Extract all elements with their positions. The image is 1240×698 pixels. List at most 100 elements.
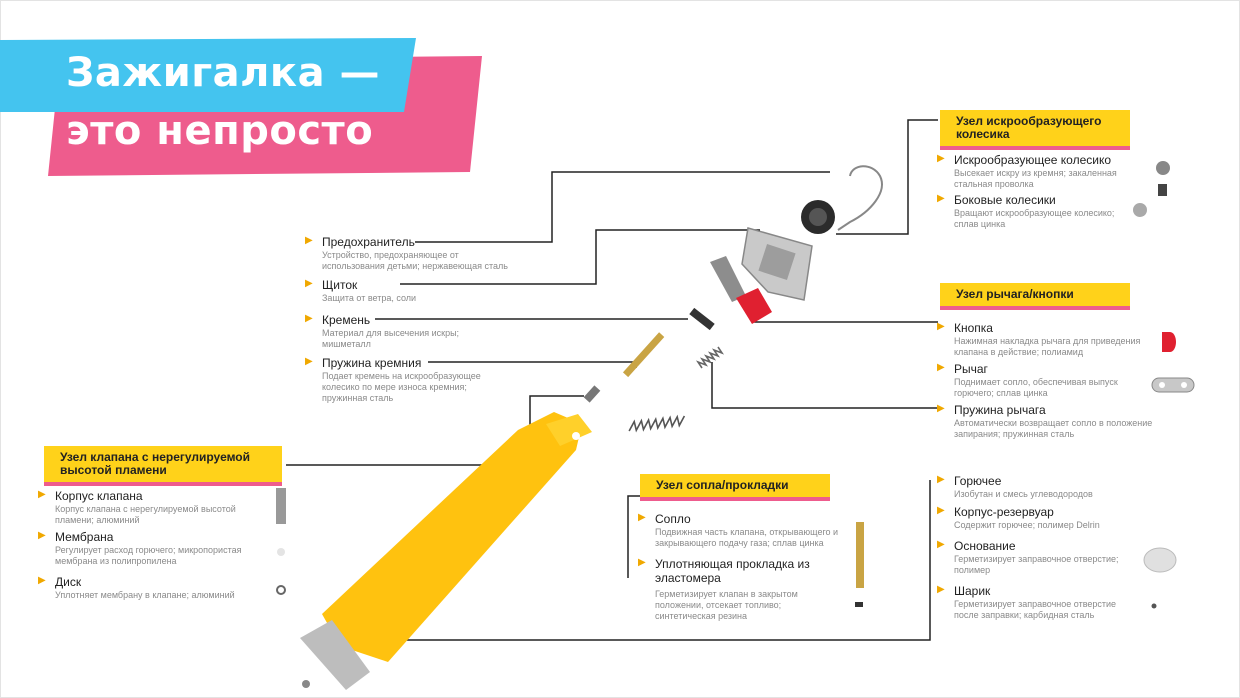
- item-membrane: ▶ Мембрана Регулирует расход горючего; м…: [38, 530, 265, 567]
- item-desc: Устройство, предохраняющее от использова…: [322, 250, 508, 271]
- item-name: Уплотняющая прокладка из эластомера: [655, 557, 810, 585]
- item-name: Шарик: [954, 584, 991, 598]
- item-desc: Материал для высечения искры; мишметалл: [322, 328, 460, 349]
- item-desc: Регулирует расход горючего; микропориста…: [55, 545, 242, 566]
- item-desc: Уплотняет мембрану в клапане; алюминий: [55, 590, 235, 600]
- leader-wheel: [836, 119, 938, 235]
- bullet-icon: ▶: [305, 356, 313, 367]
- item-name: Основание: [954, 539, 1016, 553]
- lighter-body: [322, 412, 582, 662]
- leader-safety: [415, 171, 830, 243]
- spark-wheel-icon: [1156, 161, 1170, 175]
- item-name: Кнопка: [954, 321, 993, 335]
- item-nozzle: ▶ Сопло Подвижная часть клапана, открыва…: [638, 512, 845, 549]
- title-line-1: Зажигалка —: [66, 50, 380, 96]
- bullet-icon: ▶: [937, 193, 945, 204]
- item-desc: Корпус клапана с нерегулируемой высотой …: [55, 504, 236, 525]
- item-name: Пружина кремния: [322, 356, 422, 370]
- item-reservoir: ▶ Корпус-резервуар Содержит горючее; пол…: [937, 505, 1154, 531]
- lighter-base: [300, 620, 370, 690]
- nozzle-icon: [856, 522, 864, 588]
- item-name: Горючее: [954, 474, 1002, 488]
- bullet-icon: ▶: [38, 575, 46, 586]
- valve-body-icon: [276, 488, 286, 524]
- item-desc: Герметизирует заправочное отверстие; пол…: [954, 554, 1119, 575]
- title-line-2: это непросто: [66, 108, 374, 154]
- item-name: Искрообразующее колесико: [954, 153, 1112, 167]
- bullet-icon: ▶: [937, 584, 945, 595]
- bullet-icon: ▶: [937, 505, 945, 516]
- item-name: Корпус клапана: [55, 489, 143, 503]
- item-desc: Подает кремень на искрообразующее колеси…: [322, 371, 481, 403]
- bullet-icon: ▶: [638, 557, 646, 568]
- bullet-icon: ▶: [937, 403, 945, 414]
- valve-body-small: [583, 385, 601, 403]
- item-disk: ▶ Диск Уплотняет мембрану в клапане; алю…: [38, 575, 265, 601]
- item-desc: Герметизирует клапан в закрытом положени…: [655, 589, 798, 621]
- bullet-icon: ▶: [305, 235, 313, 246]
- header-wheel-group: Узел искрообразующего колесика: [940, 110, 1130, 150]
- bullet-icon: ▶: [937, 153, 945, 164]
- nozzle: [622, 332, 665, 378]
- item-valve-body: ▶ Корпус клапана Корпус клапана с нерегу…: [38, 489, 265, 526]
- leader-lever-spring: [711, 362, 938, 409]
- side-wheel-icon: [1133, 203, 1147, 217]
- leader-shield: [400, 229, 760, 285]
- red-button: [736, 288, 772, 324]
- lever-spring: [695, 346, 725, 369]
- item-name: Пружина рычага: [954, 403, 1046, 417]
- bullet-icon: ▶: [305, 313, 313, 324]
- header-lever-group: Узел рычага/кнопки: [940, 283, 1130, 310]
- item-name: Предохранитель: [322, 235, 415, 249]
- item-name: Диск: [55, 575, 82, 589]
- bullet-icon: ▶: [38, 489, 46, 500]
- leader-nozzle: [627, 495, 640, 578]
- flint-spring: [628, 414, 686, 433]
- item-name: Кремень: [322, 313, 371, 327]
- membrane-icon: [277, 548, 285, 556]
- item-desc: Высекает искру из кремня; закаленная ста…: [954, 168, 1117, 189]
- item-name: Рычаг: [954, 362, 988, 376]
- item-desc: Поднимает сопло, обеспечивая выпуск горю…: [954, 377, 1118, 398]
- lever-icon: [1151, 377, 1195, 393]
- ball-icon: [1151, 603, 1157, 609]
- item-desc: Вращают искрообразующее колесико; сплав …: [954, 208, 1115, 229]
- item-side-wheels: ▶ Боковые колесики Вращают искрообразующ…: [937, 193, 1134, 230]
- base-icon: [1143, 547, 1177, 573]
- item-name: Боковые колесики: [954, 193, 1056, 207]
- item-flint: ▶ Кремень Материал для высечения искры; …: [305, 313, 498, 350]
- item-name: Сопло: [655, 512, 691, 526]
- disk-icon: [276, 585, 286, 595]
- item-flint-spring: ▶ Пружина кремния Подает кремень на искр…: [305, 356, 512, 404]
- item-name: Щиток: [322, 278, 358, 292]
- item-desc: Подвижная часть клапана, открывающего и …: [655, 527, 839, 548]
- item-ball: ▶ Шарик Герметизирует заправочное отверс…: [937, 584, 1134, 621]
- item-lever: ▶ Рычаг Поднимает сопло, обеспечивая вып…: [937, 362, 1144, 399]
- header-nozzle-group: Узел сопла/прокладки: [640, 474, 830, 501]
- item-desc: Защита от ветра, соли: [322, 293, 417, 303]
- item-base: ▶ Основание Герметизирует заправочное от…: [937, 539, 1134, 576]
- bullet-icon: ▶: [937, 474, 945, 485]
- flint: [689, 307, 715, 331]
- item-fuel: ▶ Горючее Изобутан и смесь углеводородов: [937, 474, 1154, 500]
- bullet-icon: ▶: [38, 530, 46, 541]
- item-lever-spring: ▶ Пружина рычага Автоматически возвращае…: [937, 403, 1154, 440]
- bullet-icon: ▶: [937, 539, 945, 550]
- bullet-icon: ▶: [937, 321, 945, 332]
- item-desc: Содержит горючее; полимер Delrin: [954, 520, 1100, 530]
- safety-wire: [837, 165, 883, 231]
- item-shield: ▶ Щиток Защита от ветра, соли: [305, 278, 522, 304]
- item-button: ▶ Кнопка Нажимная накладка рычага для пр…: [937, 321, 1154, 358]
- lever-arm: [710, 256, 746, 302]
- item-desc: Нажимная накладка рычага для приведения …: [954, 336, 1141, 357]
- bullet-icon: ▶: [638, 512, 646, 523]
- item-name: Мембрана: [55, 530, 114, 544]
- header-valve-group: Узел клапана с нерегулируемой высотой пл…: [44, 446, 282, 486]
- leader-body: [388, 480, 931, 641]
- item-seal: ▶ Уплотняющая прокладка из эластомера Ге…: [638, 557, 825, 622]
- item-desc: Изобутан и смесь углеводородов: [954, 489, 1093, 499]
- bullet-icon: ▶: [305, 278, 313, 289]
- item-name: Корпус-резервуар: [954, 505, 1054, 519]
- item-desc: Герметизирует заправочное отверстие посл…: [954, 599, 1117, 620]
